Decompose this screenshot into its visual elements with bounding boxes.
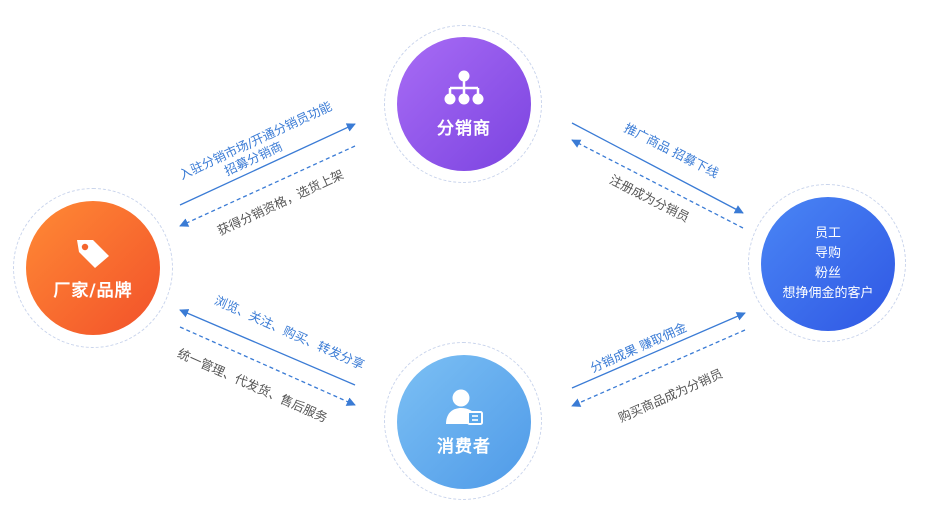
distributor-node: 分销商 bbox=[397, 37, 531, 171]
distributor-label: 分销商 bbox=[437, 118, 491, 139]
audience-line-employee: 员工 bbox=[814, 226, 841, 241]
arrow-manufacturer-to-consumer bbox=[179, 326, 356, 406]
consumer-ring bbox=[384, 342, 542, 500]
audience-line-commission-customer: 想挣佣金的客户 bbox=[782, 286, 874, 301]
arrow-manufacturer-to-distributor bbox=[179, 123, 356, 206]
tag-icon bbox=[77, 239, 109, 268]
user-card-icon bbox=[446, 389, 483, 425]
arrow-consumer-to-manufacturer bbox=[179, 309, 356, 386]
manufacturer-label: 厂家/品牌 bbox=[53, 280, 133, 301]
consumer-node: 消费者 bbox=[397, 355, 531, 489]
audience-line-fans: 粉丝 bbox=[814, 266, 841, 281]
distributor-ring bbox=[384, 25, 542, 183]
arrow-audience-to-consumer bbox=[571, 329, 746, 407]
arrow-distributor-to-audience bbox=[571, 122, 744, 214]
org-chart-icon bbox=[444, 70, 484, 104]
audience-line-shopping-guide: 导购 bbox=[814, 246, 841, 261]
audience-ring bbox=[748, 184, 906, 342]
manufacturer-node: 厂家/品牌 bbox=[26, 201, 160, 335]
audience-node: 员工 导购 粉丝 想挣佣金的客户 bbox=[761, 197, 895, 331]
manufacturer-ring bbox=[13, 188, 173, 348]
consumer-label: 消费者 bbox=[437, 436, 491, 457]
arrow-consumer-to-audience bbox=[571, 312, 746, 389]
